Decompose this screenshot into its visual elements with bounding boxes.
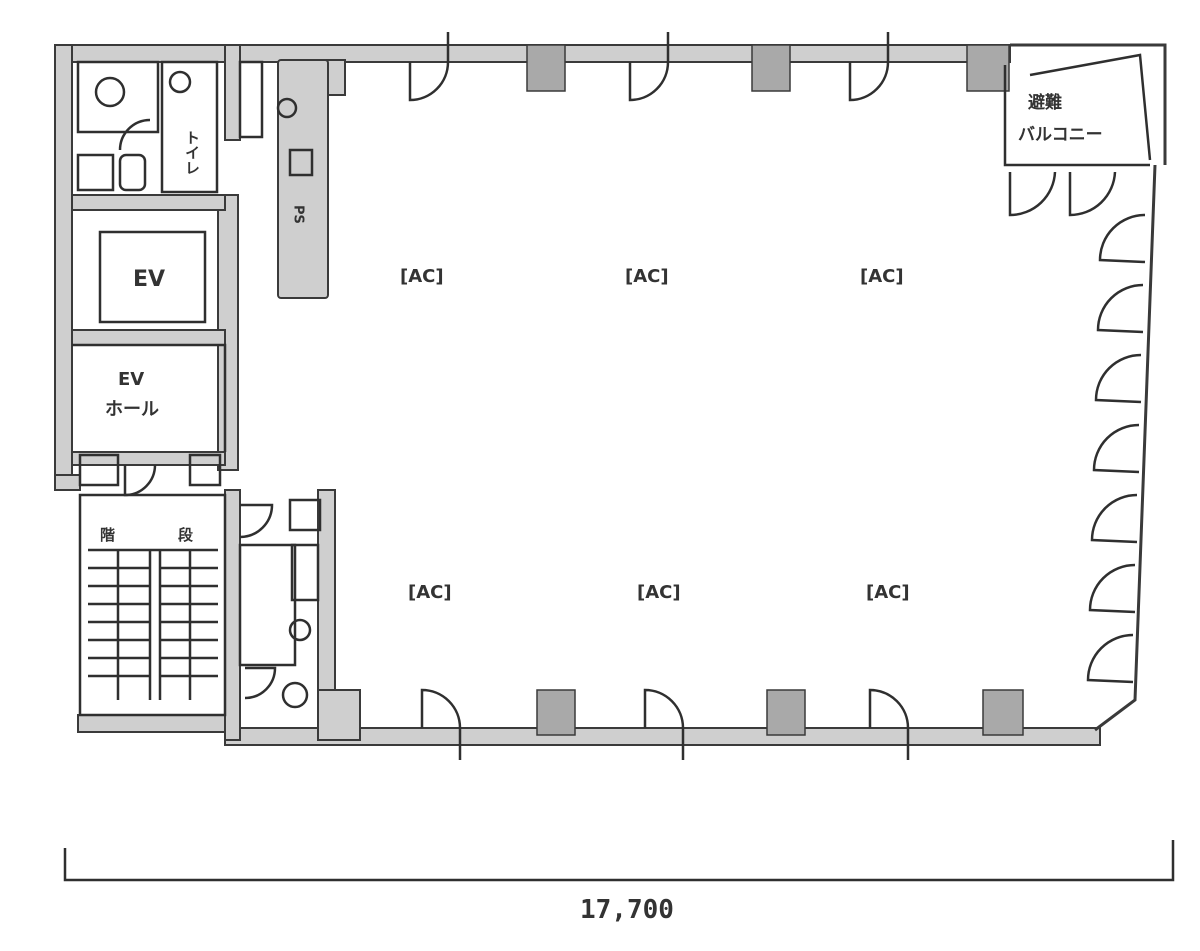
- ev-hall-label-2: ホール: [105, 399, 159, 420]
- stairs: 階 段: [78, 493, 227, 717]
- toilet-area: トイレ PS: [76, 60, 314, 224]
- ac-units: [AC] [AC] [AC] [AC] [AC] [AC]: [400, 266, 910, 603]
- dimension-line: 17,700: [63, 840, 1175, 925]
- ev-label: EV: [133, 267, 165, 292]
- width-dimension-label: 17,700: [580, 895, 674, 925]
- balcony: 避難 バルコニー: [1003, 53, 1152, 167]
- ac-unit-label: [AC]: [625, 266, 669, 287]
- ac-unit-label: [AC]: [408, 582, 452, 603]
- core-walls: [54, 44, 361, 741]
- elevator-hall: EV ホール: [72, 343, 227, 487]
- ac-unit-label: [AC]: [400, 266, 444, 287]
- ps-label: PS: [291, 205, 306, 224]
- ac-unit-label: [AC]: [866, 582, 910, 603]
- stairs-label-2: 段: [178, 526, 193, 544]
- ev-hall-label-1: EV: [118, 369, 144, 390]
- ac-unit-label: [AC]: [860, 266, 904, 287]
- balcony-label-2: バルコニー: [1018, 125, 1103, 145]
- lower-core: [238, 498, 322, 709]
- doors: [118, 32, 1146, 760]
- toilet-label: トイレ: [183, 130, 201, 175]
- elevator: EV: [98, 230, 207, 324]
- ac-unit-label: [AC]: [637, 582, 681, 603]
- columns: [526, 44, 1024, 736]
- stairs-label-1: 階: [100, 526, 115, 544]
- balcony-label-1: 避難: [1028, 92, 1062, 113]
